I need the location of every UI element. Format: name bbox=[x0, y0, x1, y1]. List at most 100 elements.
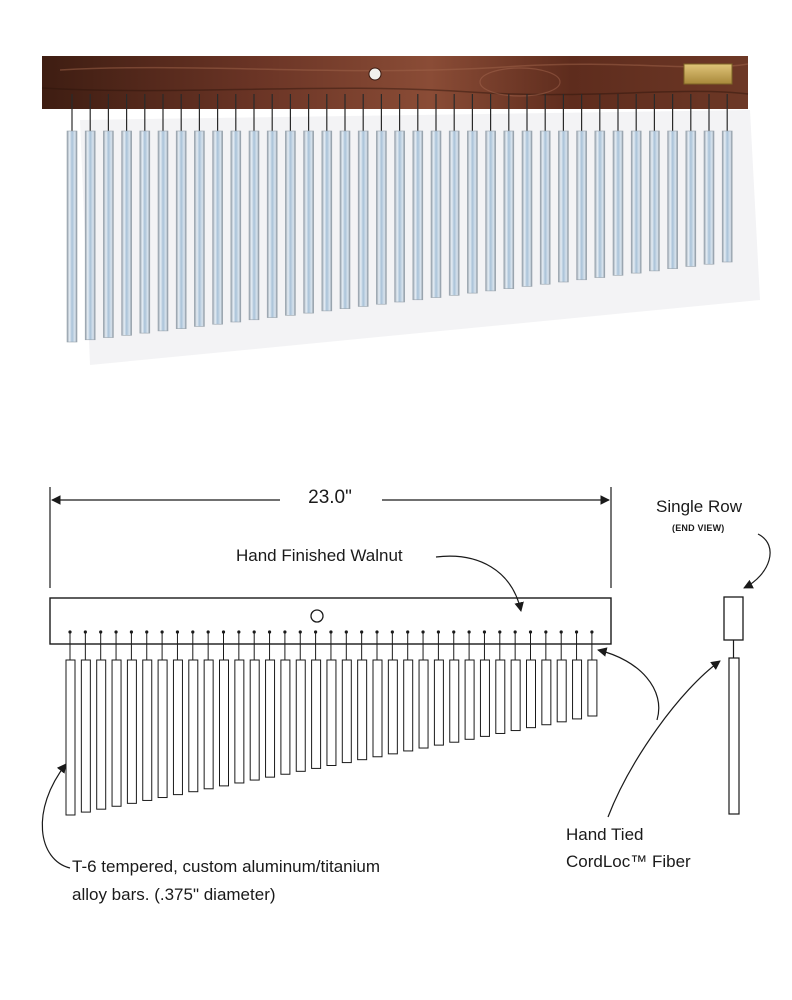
photo-bar bbox=[121, 130, 132, 336]
photo-bar bbox=[321, 130, 333, 312]
alloy-label-line1: T-6 tempered, custom aluminum/titanium bbox=[72, 857, 381, 876]
diagram-bar bbox=[96, 659, 107, 810]
hand-tied-label: Hand Tied bbox=[566, 825, 644, 844]
diagram-cord-knot bbox=[237, 630, 241, 634]
photo-bar bbox=[448, 130, 460, 296]
diagram-bar bbox=[188, 659, 199, 793]
diagram-cord-knot bbox=[329, 630, 333, 634]
photo-bar bbox=[376, 130, 387, 305]
diagram-bar bbox=[526, 659, 536, 729]
walnut-arrow bbox=[435, 555, 524, 612]
diagram-cord-knot bbox=[114, 630, 118, 634]
diagram-cord-knot bbox=[559, 630, 563, 634]
photo-bar bbox=[594, 130, 606, 278]
cordloc-arrow-bar bbox=[597, 647, 660, 721]
photo-bar bbox=[612, 130, 624, 276]
alloy-label-line2: alloy bars. (.375" diameter) bbox=[72, 885, 276, 904]
diagram-cord-knot bbox=[160, 630, 164, 634]
end-view-block bbox=[723, 596, 744, 641]
photo-bar bbox=[175, 130, 187, 329]
diagram-bar bbox=[510, 659, 521, 732]
diagram-cord-knot bbox=[406, 630, 410, 634]
photo-bar bbox=[467, 130, 478, 294]
diagram-cord-knot bbox=[482, 630, 487, 634]
walnut-label: Hand Finished Walnut bbox=[236, 546, 403, 565]
photo-bar bbox=[357, 130, 369, 307]
diagram-cord-knot bbox=[590, 630, 594, 634]
photo-bar bbox=[503, 130, 515, 289]
photo-bar bbox=[703, 130, 715, 265]
photo-bar bbox=[339, 130, 351, 309]
diagram-bar bbox=[357, 659, 368, 761]
diagram-bar bbox=[234, 659, 245, 784]
diagram-cord-knot bbox=[145, 630, 149, 634]
photo-bar bbox=[139, 130, 151, 334]
diagram-bar bbox=[495, 659, 506, 734]
diagram-bar bbox=[249, 659, 260, 781]
diagram-cord-knot bbox=[191, 630, 195, 634]
diagram-cord-knot bbox=[390, 630, 394, 634]
diagram-bar bbox=[157, 659, 168, 799]
photo-bar bbox=[230, 130, 242, 323]
diagram-cord-knot bbox=[68, 630, 72, 634]
diagram-cord-knot bbox=[283, 630, 287, 634]
photo-bar bbox=[721, 130, 733, 263]
diagram-cord-knot bbox=[252, 630, 256, 634]
diagram-cord-knot bbox=[452, 630, 456, 634]
diagram-bar bbox=[295, 659, 306, 772]
photo-bar bbox=[412, 130, 424, 301]
diagram-bar bbox=[372, 659, 383, 758]
diagram-bar bbox=[449, 659, 460, 743]
alloy-arrow bbox=[41, 763, 71, 869]
diagram-bar bbox=[219, 659, 229, 787]
photo-bar bbox=[630, 130, 642, 274]
photo-bar bbox=[103, 130, 114, 338]
diagram-cord-knot bbox=[421, 630, 425, 634]
diagram-cord-knot bbox=[513, 630, 517, 634]
diagram-bar bbox=[65, 659, 76, 816]
diagram-bar bbox=[142, 659, 153, 801]
mount-hole-photo bbox=[368, 67, 382, 81]
diagram-bar bbox=[172, 659, 183, 796]
photo-bar bbox=[84, 130, 96, 341]
diagram-bar bbox=[433, 659, 444, 746]
diagram-bar bbox=[403, 659, 414, 752]
diagram-cord-knot bbox=[436, 630, 440, 634]
diagram-cord-knot bbox=[206, 630, 210, 634]
photo-bar bbox=[667, 130, 678, 269]
end-view-label: (END VIEW) bbox=[672, 523, 725, 533]
diagram-cord-knot bbox=[344, 630, 348, 634]
single-row-label: Single Row bbox=[656, 497, 742, 516]
diagram-cord-knot bbox=[129, 630, 133, 634]
cordloc-arrow-end bbox=[607, 660, 721, 818]
photo-bar bbox=[194, 130, 205, 327]
diagram-cord-knot bbox=[360, 630, 364, 634]
diagram-bar bbox=[126, 659, 137, 804]
diagram-cord-knot bbox=[544, 630, 548, 634]
diagram-bar bbox=[572, 659, 583, 720]
diagram-bar bbox=[203, 659, 214, 790]
diagram-bar bbox=[326, 659, 337, 766]
diagram-cord-knot bbox=[375, 630, 379, 634]
diagram-cord-knot bbox=[574, 630, 579, 634]
chimes-photo bbox=[41, 56, 760, 365]
diagram-bar bbox=[265, 659, 276, 778]
photo-bar bbox=[521, 130, 533, 287]
photo-bar bbox=[685, 130, 697, 267]
diagram-cord-knot bbox=[528, 630, 533, 634]
photo-bar bbox=[66, 130, 78, 343]
photo-bar bbox=[394, 130, 405, 303]
diagram-cord-knot bbox=[99, 630, 103, 634]
diagram-cord-knot bbox=[498, 630, 502, 634]
diagram-bar bbox=[418, 659, 429, 749]
photo-bar bbox=[576, 130, 587, 281]
diagram-bar bbox=[387, 659, 398, 755]
photo-bar bbox=[303, 130, 314, 314]
photo-bar bbox=[539, 130, 551, 285]
photo-bars bbox=[66, 94, 733, 343]
diagram-cord-knot bbox=[83, 630, 87, 634]
brass-plate bbox=[683, 63, 733, 85]
diagram-cord-knot bbox=[267, 630, 272, 634]
diagram-bar bbox=[280, 659, 291, 775]
